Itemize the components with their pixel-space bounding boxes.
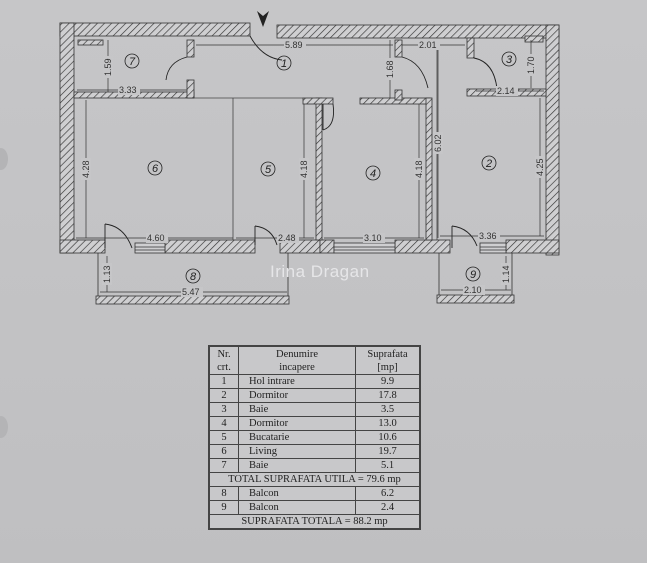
dim-bath7-width: 3.33 — [119, 85, 137, 95]
dim-room2-width: 3.36 — [479, 231, 497, 241]
dim-living-width: 4.60 — [147, 233, 165, 243]
entrance-arrow-icon — [257, 11, 269, 27]
dim-bath7-depth: 1.59 — [103, 58, 113, 76]
dim-kitchen-width: 2.48 — [278, 233, 296, 243]
room-markers — [124, 51, 517, 284]
dimension-labels: 5.89 2.01 1.68 6.02 1.59 3.33 2.14 1.70 … — [81, 40, 545, 297]
dim-room4-depth: 4.18 — [414, 160, 424, 178]
binder-hole — [0, 148, 8, 170]
dim-bath3-depth: 1.70 — [526, 56, 536, 74]
door-swings — [104, 35, 498, 249]
total-useful-row: TOTAL SUPRAFATA UTILA = 79.6 mp — [209, 472, 420, 487]
dimension-lines — [76, 40, 544, 293]
room-2-label: 2 — [485, 158, 492, 170]
room-9-label: 9 — [470, 269, 476, 281]
dim-bath3-width: 2.14 — [497, 86, 515, 96]
room-5-label: 5 — [265, 164, 272, 176]
room-1-label: 1 — [281, 58, 287, 70]
partition-lines — [194, 40, 438, 240]
exterior-walls — [59, 22, 560, 256]
dim-balcony8-depth: 1.13 — [102, 265, 112, 283]
dim-kitchen-depth: 4.18 — [299, 160, 309, 178]
watermark: Irina Dragan — [270, 262, 370, 281]
room-8-label: 8 — [190, 271, 197, 283]
dim-balcony9-width: 2.10 — [464, 285, 482, 295]
dim-balcony8-width: 5.47 — [182, 287, 200, 297]
room-6-label: 6 — [152, 163, 159, 175]
header-nr: Nr.crt. — [209, 346, 239, 375]
room-numbers: 1 2 3 4 5 6 7 8 9 — [129, 54, 513, 283]
dim-room2-depth: 4.25 — [535, 158, 545, 176]
dim-room2-length: 6.02 — [433, 134, 443, 152]
total-row: SUPRAFATA TOTALA = 88.2 mp — [209, 514, 420, 529]
dim-hall-depth: 1.68 — [385, 60, 395, 78]
room-4-label: 4 — [370, 168, 376, 180]
room-7-label: 7 — [129, 56, 136, 68]
room-3-label: 3 — [506, 54, 513, 66]
binder-hole — [0, 416, 8, 438]
windows — [134, 242, 507, 254]
dim-living-depth: 4.28 — [81, 160, 91, 178]
header-area: Suprafata[mp] — [355, 346, 420, 375]
dim-room4-width: 3.10 — [364, 233, 382, 243]
dim-hall-width: 5.89 — [285, 40, 303, 50]
dim-corridor-width: 2.01 — [419, 40, 437, 50]
dim-balcony9-depth: 1.14 — [501, 265, 511, 283]
floor-plan: 5.89 2.01 1.68 6.02 1.59 3.33 2.14 1.70 … — [59, 11, 560, 305]
interior-walls — [73, 35, 547, 241]
